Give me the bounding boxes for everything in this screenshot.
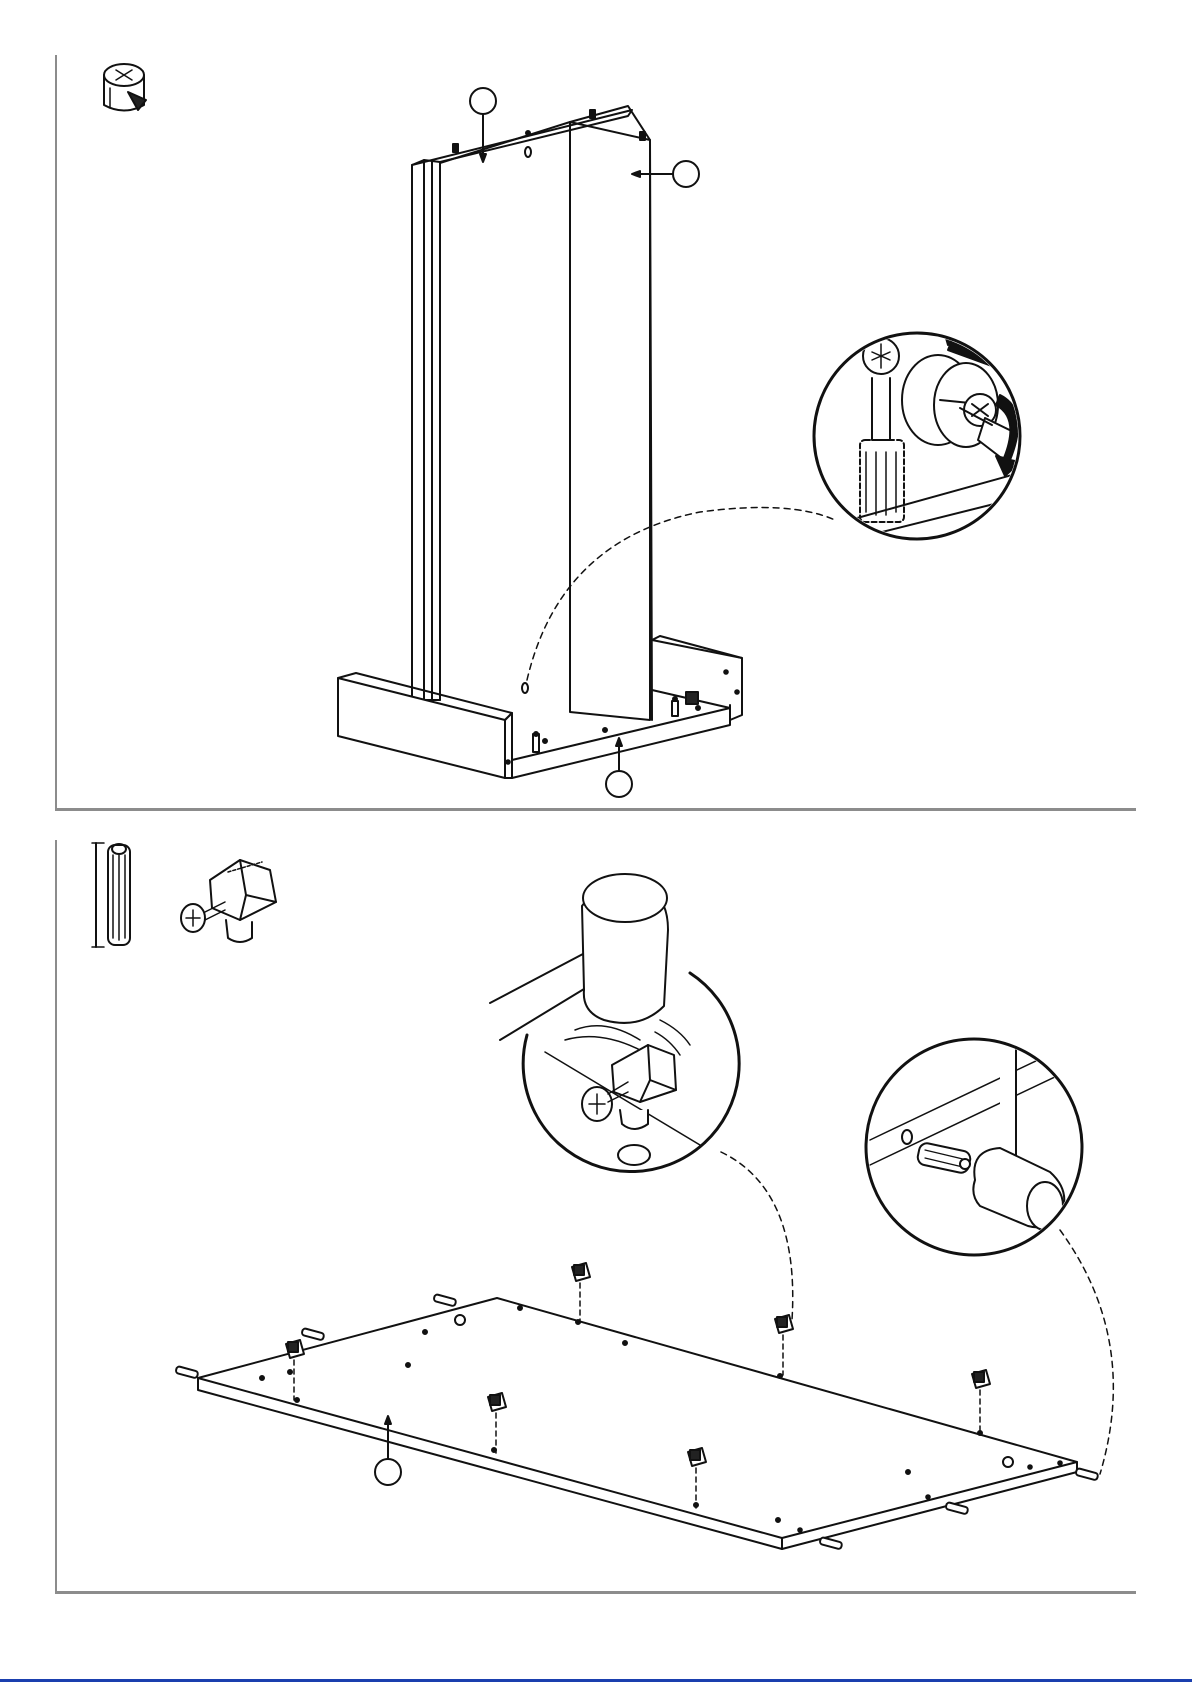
part-callout-bottom — [606, 738, 632, 797]
hammer-dowel-detail — [866, 1039, 1082, 1255]
part-callout-top — [470, 88, 496, 162]
wooden-dowel-icon — [92, 843, 130, 947]
part-callout-right — [632, 161, 699, 187]
detail-leader-dowel — [1060, 1230, 1113, 1474]
divider-panel — [440, 106, 652, 720]
hammer-cam-bolt-detail — [490, 874, 739, 1172]
top-board — [198, 1298, 1077, 1549]
cam-bolt-icon — [181, 860, 276, 942]
back-panel — [412, 110, 632, 705]
detail-leader-cambolt — [721, 1152, 793, 1320]
bottom-panel — [338, 636, 742, 778]
cam-lock-tighten-detail — [814, 333, 1030, 539]
detail-leader-step1 — [527, 508, 835, 681]
page-bottom-rule — [0, 1679, 1192, 1682]
cam-lock-icon — [104, 64, 146, 111]
